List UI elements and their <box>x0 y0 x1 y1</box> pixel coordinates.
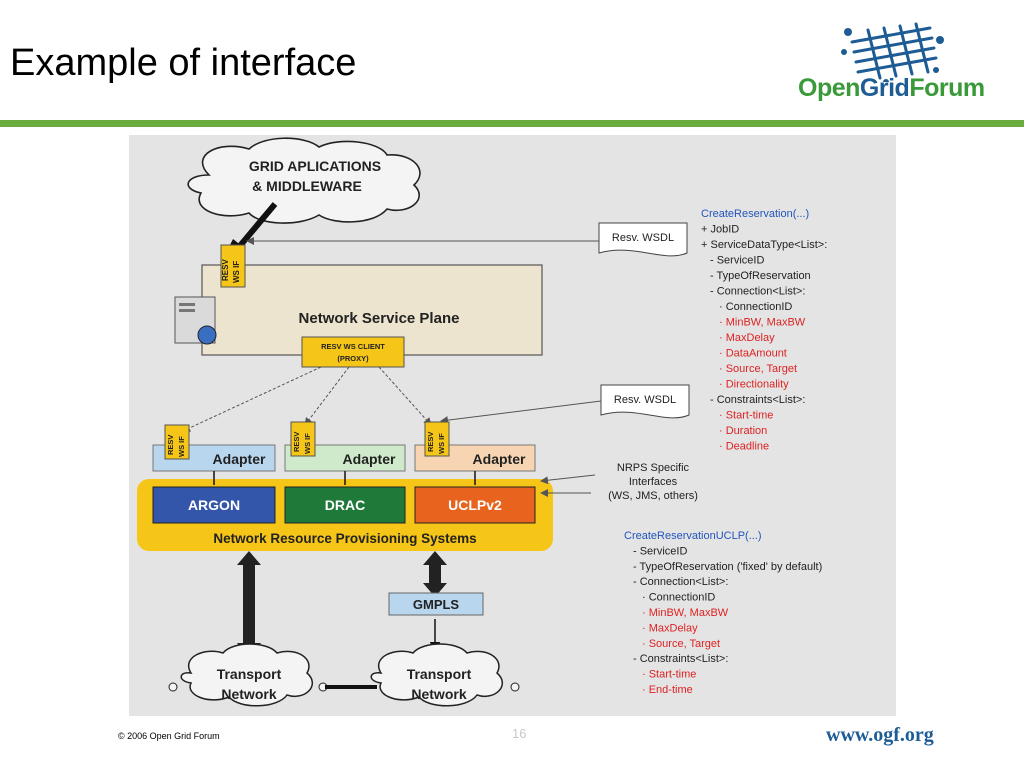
nrps-specific-line3: (WS, JMS, others) <box>608 490 698 502</box>
resv-if-top-line2: WS IF <box>232 261 241 283</box>
resv-if-drac <box>290 421 316 457</box>
cloud-top-line1: GRID APLICATIONS <box>249 158 381 174</box>
nrps-gmpls-arrow <box>423 551 447 597</box>
service-plane-label: Network Service Plane <box>299 310 460 327</box>
spec2-line: · Start-time <box>642 669 696 681</box>
spec1-line: · Start-time <box>719 410 773 422</box>
logo-forum: Forum <box>909 74 985 102</box>
drac-label: DRAC <box>325 497 365 513</box>
spec1-line: · ConnectionID <box>719 301 792 313</box>
resv-if-argon-line1: RESV <box>166 435 175 455</box>
server-icon <box>174 296 217 345</box>
spec2-line: · MinBW, MaxBW <box>642 607 729 619</box>
spec1-line: · DataAmount <box>719 348 787 360</box>
spec2-line: · MaxDelay <box>642 622 698 634</box>
adapter-argon-label: Adapter <box>213 451 266 467</box>
wsdl-bottom-arrow <box>440 400 602 425</box>
wsdl-document-bottom: Resv. WSDL <box>600 384 690 419</box>
nrps-specific-line1: NRPS Specific <box>617 462 690 474</box>
proxy-arrow-argon <box>182 366 322 432</box>
spec1-line: · MinBW, MaxBW <box>719 317 806 329</box>
resv-if-top-line1: RESV <box>221 259 230 281</box>
page-number: 16 <box>512 726 527 741</box>
transport-cloud-right: Transport Network <box>370 643 520 707</box>
specific-arrow-1 <box>540 474 596 485</box>
wsdl-document-top: Resv. WSDL <box>598 222 688 257</box>
argon-box <box>152 486 276 524</box>
resv-if-argon <box>164 424 190 460</box>
wsdl-bottom-label: Resv. WSDL <box>614 394 676 406</box>
transport-left-line1: Transport <box>217 666 282 682</box>
spec1-line: - ServiceID <box>710 255 764 267</box>
create-reservation-uclp-spec: CreateReservationUCLP(...) - ServiceID - … <box>624 530 822 696</box>
spec1-line: - Constraints<List>: <box>710 394 805 406</box>
spec1-line: · Source, Target <box>719 363 797 375</box>
spec2-line: - ServiceID <box>633 545 687 557</box>
logo-wordmark: OpenGridForum <box>798 74 985 103</box>
resv-if-uclp-line1: RESV <box>426 432 435 452</box>
spec2-line: · Source, Target <box>642 638 720 650</box>
drac-box <box>284 486 406 524</box>
spec1-line: - Connection<List>: <box>710 286 805 298</box>
client-line2: (PROXY) <box>337 354 369 363</box>
spec1-line: + ServiceDataType<List>: <box>701 239 827 251</box>
spec1-line: · MaxDelay <box>719 332 775 344</box>
nrps-specific-line2: Interfaces <box>629 476 678 488</box>
diagram-svg: GRID APLICATIONS & MIDDLEWARE Network Se… <box>137 137 827 707</box>
spec1-line: + JobID <box>701 224 739 236</box>
spec1-line: · Duration <box>719 425 767 437</box>
grid-mesh-icon <box>841 22 944 82</box>
spec2-header: CreateReservationUCLP(...) <box>624 530 762 542</box>
spec1-line: - TypeOfReservation <box>710 270 811 282</box>
spec2-line: - TypeOfReservation ('fixed' by default) <box>633 561 822 573</box>
logo-open: Open <box>798 74 860 102</box>
accent-bar <box>0 120 1024 127</box>
proxy-arrow-drac <box>304 366 350 426</box>
uclp-box <box>414 486 536 524</box>
spec2-line: · End-time <box>642 684 693 696</box>
gmpls-box <box>388 592 484 616</box>
gmpls-label: GMPLS <box>413 597 460 612</box>
logo-grid: Grid <box>859 74 910 102</box>
spec1-line: · Deadline <box>719 441 769 453</box>
spec1-line: · Directionality <box>719 379 789 391</box>
transport-cloud-left: Transport Network <box>168 643 328 707</box>
spec2-line: · ConnectionID <box>642 592 715 604</box>
wsdl-top-label: Resv. WSDL <box>612 232 674 244</box>
grid-applications-cloud: GRID APLICATIONS & MIDDLEWARE <box>187 137 421 224</box>
interface-diagram: GRID APLICATIONS & MIDDLEWARE Network Se… <box>129 135 896 716</box>
spec1-header: CreateReservation(...) <box>701 208 809 220</box>
resv-if-uclp-line2: WS IF <box>437 433 446 454</box>
apps-connection-arrow <box>236 202 278 249</box>
nrps-label: Network Resource Provisioning Systems <box>213 531 476 546</box>
client-line1: RESV WS CLIENT <box>321 342 385 351</box>
argon-label: ARGON <box>188 497 240 513</box>
proxy-arrow-uclp <box>378 366 432 426</box>
resv-if-argon-line2: WS IF <box>177 436 186 457</box>
transport-left-line2: Network <box>221 686 276 702</box>
footer-url: www.ogf.org <box>826 724 934 746</box>
resv-ws-client <box>301 336 405 368</box>
cloud-top-line2: & MIDDLEWARE <box>252 178 362 194</box>
resv-if-uclp <box>424 421 450 457</box>
resv-if-drac-line2: WS IF <box>303 433 312 454</box>
nrps-transport-arrow-left <box>237 551 261 657</box>
adapter-uclp-label: Adapter <box>473 451 526 467</box>
adapter-drac-label: Adapter <box>343 451 396 467</box>
spec2-line: - Connection<List>: <box>633 576 728 588</box>
spec2-line: - Constraints<List>: <box>633 653 728 665</box>
uclp-label: UCLPv2 <box>448 497 502 513</box>
ogf-logo: OpenGridForum <box>790 22 990 112</box>
footer-copyright: © 2006 Open Grid Forum <box>118 731 220 741</box>
resv-if-top <box>220 244 246 288</box>
transport-right-line1: Transport <box>407 666 472 682</box>
resv-if-drac-line1: RESV <box>292 432 301 452</box>
create-reservation-spec: CreateReservation(...) + JobID + ServiceD… <box>701 208 827 453</box>
slide-title: Example of interface <box>10 42 357 84</box>
transport-right-line2: Network <box>411 686 466 702</box>
